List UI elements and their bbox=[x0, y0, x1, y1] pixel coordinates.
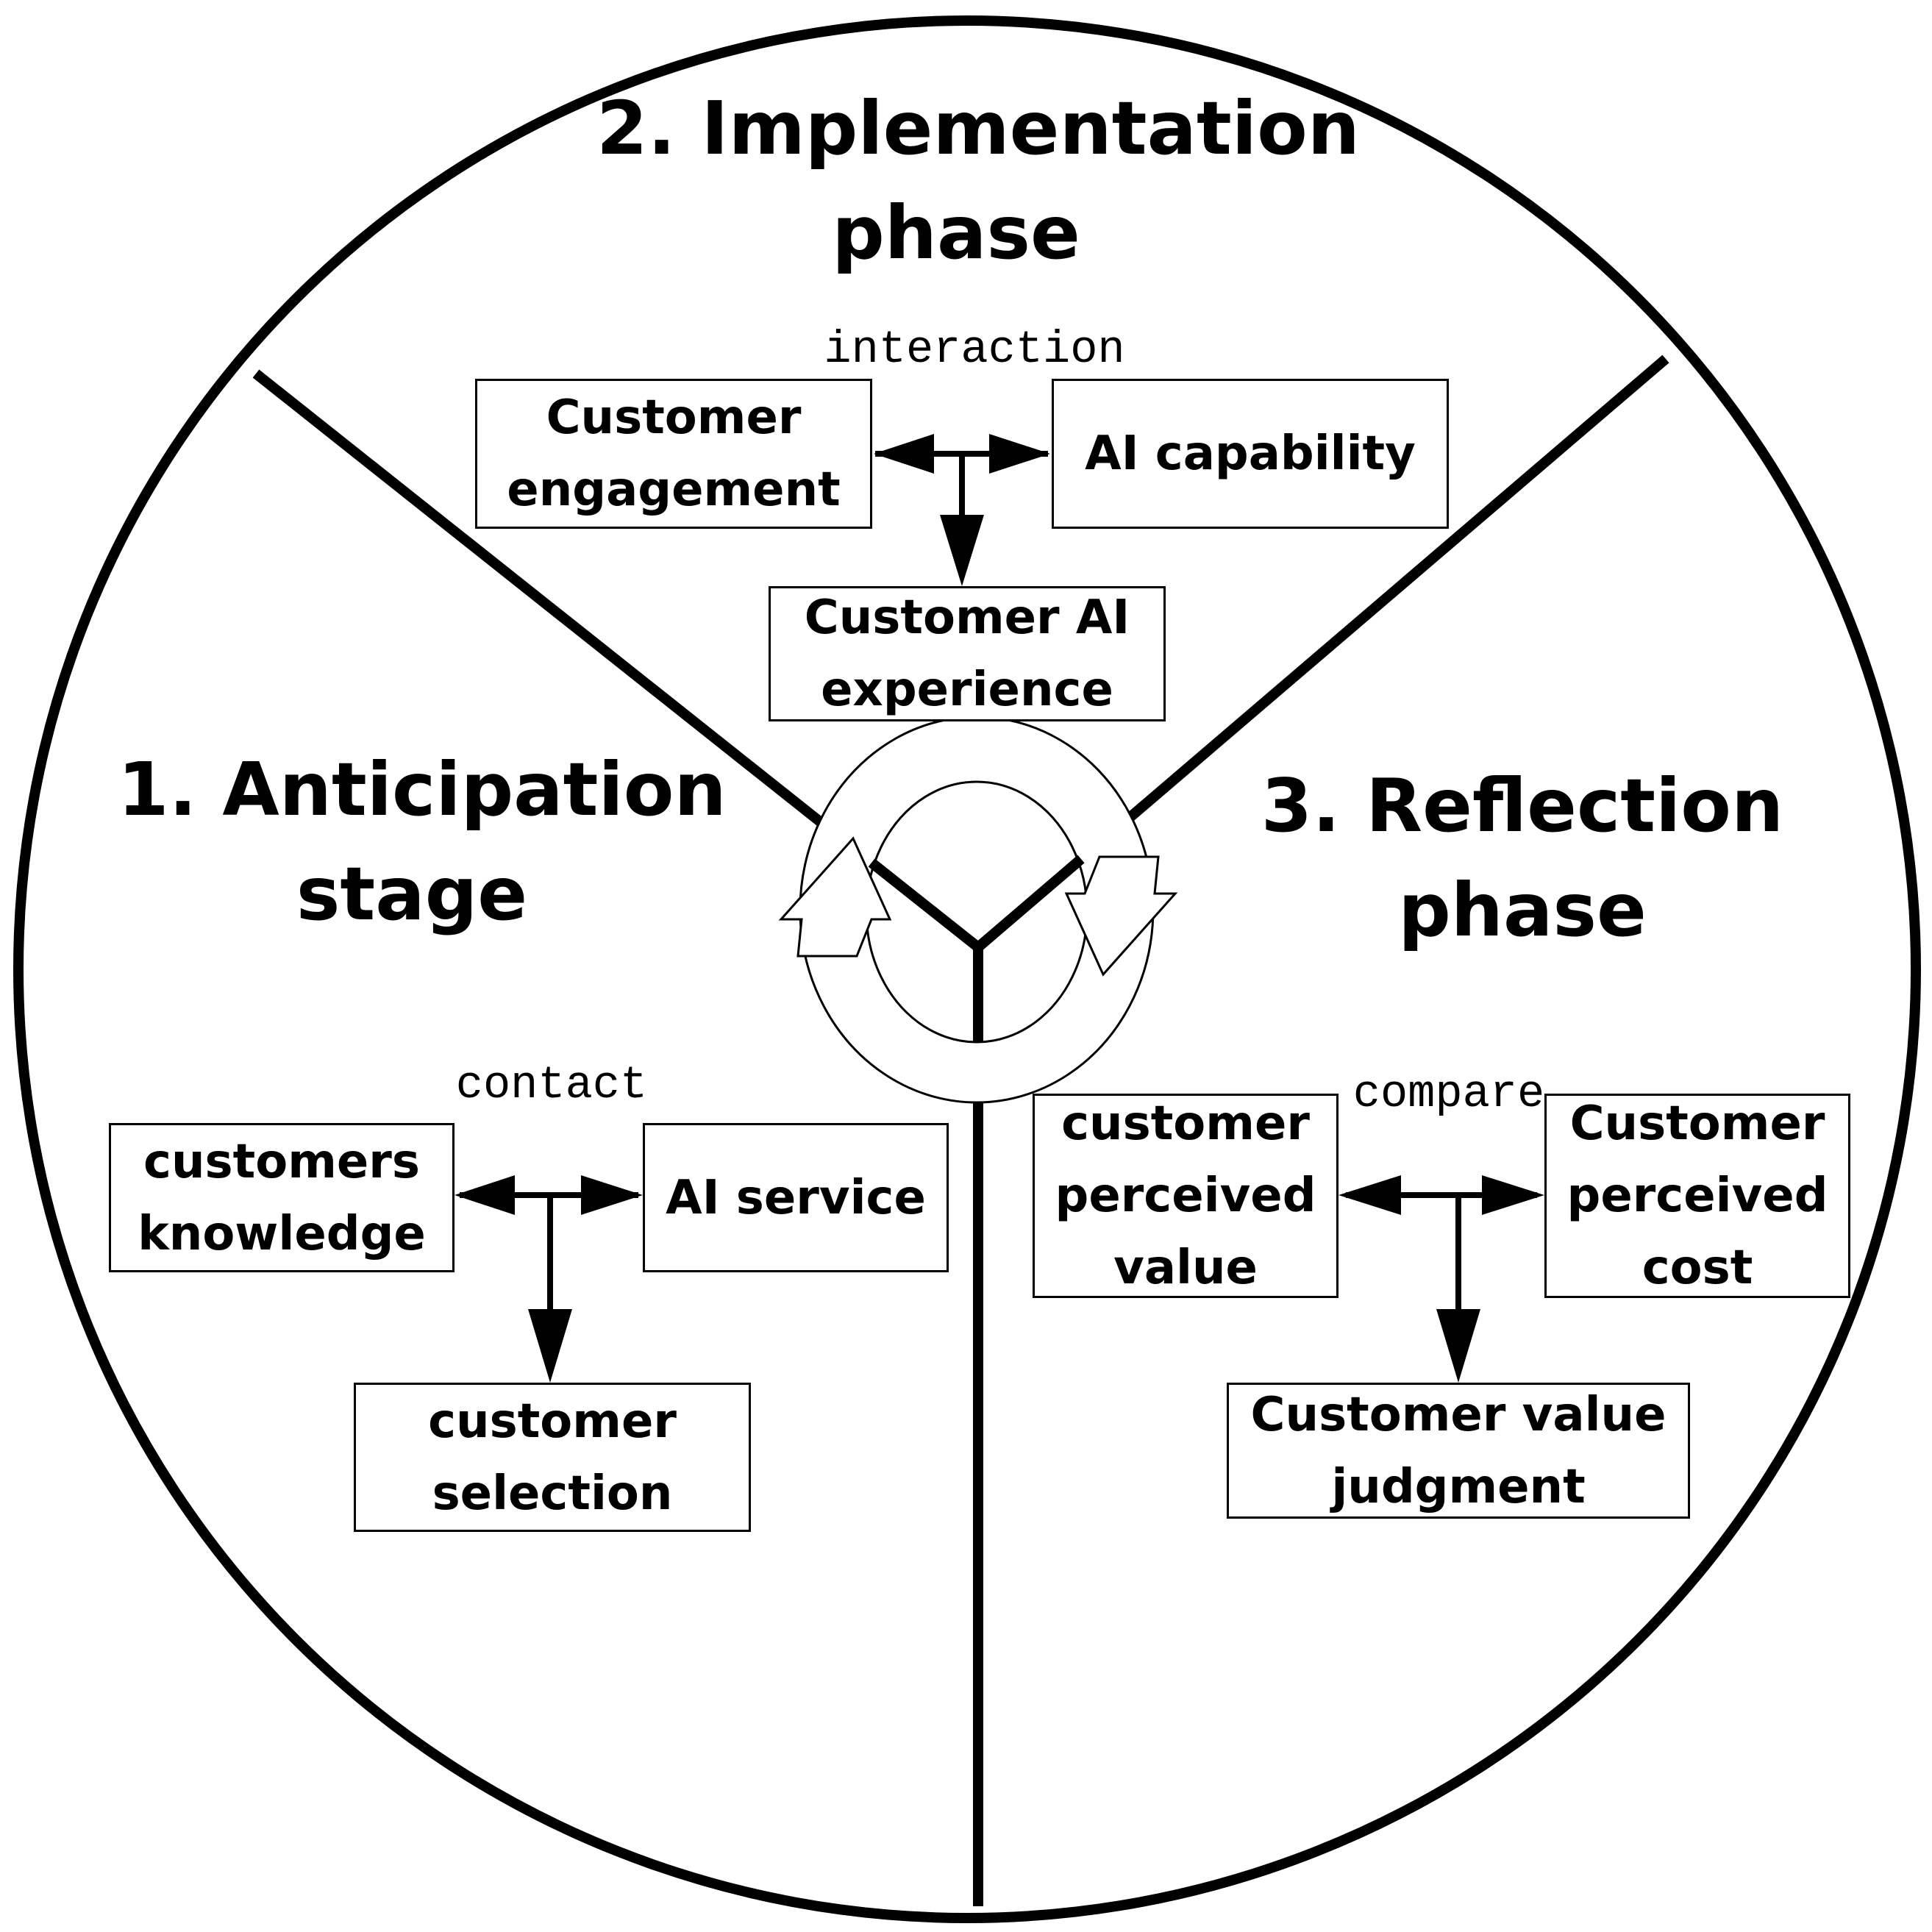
interaction-label: interaction bbox=[824, 324, 1125, 376]
anticipation-connectors bbox=[455, 1175, 643, 1383]
customer-engagement-line2: engagement bbox=[507, 463, 841, 517]
customer-engagement-line1: Customer bbox=[546, 391, 802, 445]
perceived-cost-line3: cost bbox=[1642, 1241, 1753, 1295]
implementation-connectors bbox=[874, 434, 1050, 586]
implementation-phase-title: 2. Implementation phase bbox=[559, 76, 1397, 285]
perceived-cost-line2: perceived bbox=[1566, 1169, 1828, 1223]
reflection-phase-title: 3. Reflection phase bbox=[1258, 754, 1787, 963]
customer-perceived-value-box: customer perceived value bbox=[1033, 1094, 1339, 1298]
customer-perceived-cost-box: Customer perceived cost bbox=[1544, 1094, 1850, 1298]
customer-ai-experience-line1: Customer AI bbox=[804, 591, 1130, 645]
outer-circle bbox=[13, 15, 1921, 1923]
customers-knowledge-line1: customers bbox=[143, 1134, 420, 1189]
ai-capability-box: AI capability bbox=[1052, 379, 1449, 529]
contact-label: contact bbox=[455, 1059, 648, 1111]
customers-knowledge-line2: knowledge bbox=[138, 1206, 426, 1261]
cycle-arrow-left bbox=[778, 836, 892, 958]
perceived-value-line3: value bbox=[1113, 1241, 1258, 1295]
anticipation-title-line1: 1. Anticipation bbox=[118, 746, 727, 833]
reflection-connectors bbox=[1339, 1175, 1544, 1383]
perceived-value-line2: perceived bbox=[1055, 1169, 1316, 1223]
customers-knowledge-box: customers knowledge bbox=[109, 1123, 455, 1272]
cycle-arrow-right bbox=[1064, 855, 1178, 977]
ai-service-box: AI service bbox=[643, 1123, 949, 1272]
value-judgment-line2: judgment bbox=[1331, 1459, 1586, 1514]
compare-label: compare bbox=[1352, 1068, 1545, 1120]
customer-selection-line1: customer bbox=[428, 1394, 677, 1449]
ai-service-label: AI service bbox=[666, 1170, 926, 1225]
customer-engagement-box: Customer engagement bbox=[475, 379, 872, 529]
perceived-value-line1: customer bbox=[1061, 1097, 1310, 1151]
customer-selection-line2: selection bbox=[432, 1466, 673, 1521]
value-judgment-line1: Customer value bbox=[1250, 1387, 1667, 1442]
customer-value-judgment-box: Customer value judgment bbox=[1227, 1383, 1690, 1519]
implementation-title-line1: 2. Implementation bbox=[596, 85, 1360, 171]
reflection-title-line2: phase bbox=[1398, 867, 1647, 953]
perceived-cost-line1: Customer bbox=[1569, 1097, 1825, 1151]
ai-capability-label: AI capability bbox=[1085, 427, 1416, 481]
reflection-title-line1: 3. Reflection bbox=[1261, 763, 1784, 849]
implementation-title-line2: phase bbox=[832, 190, 1080, 276]
anticipation-title-line2: stage bbox=[296, 851, 528, 937]
customer-ai-experience-box: Customer AI experience bbox=[769, 586, 1166, 721]
customer-selection-box: customer selection bbox=[354, 1383, 751, 1532]
cycle-icon bbox=[778, 716, 1178, 1104]
customer-ai-experience-line2: experience bbox=[821, 663, 1113, 717]
anticipation-stage-title: 1. Anticipation stage bbox=[118, 738, 727, 947]
